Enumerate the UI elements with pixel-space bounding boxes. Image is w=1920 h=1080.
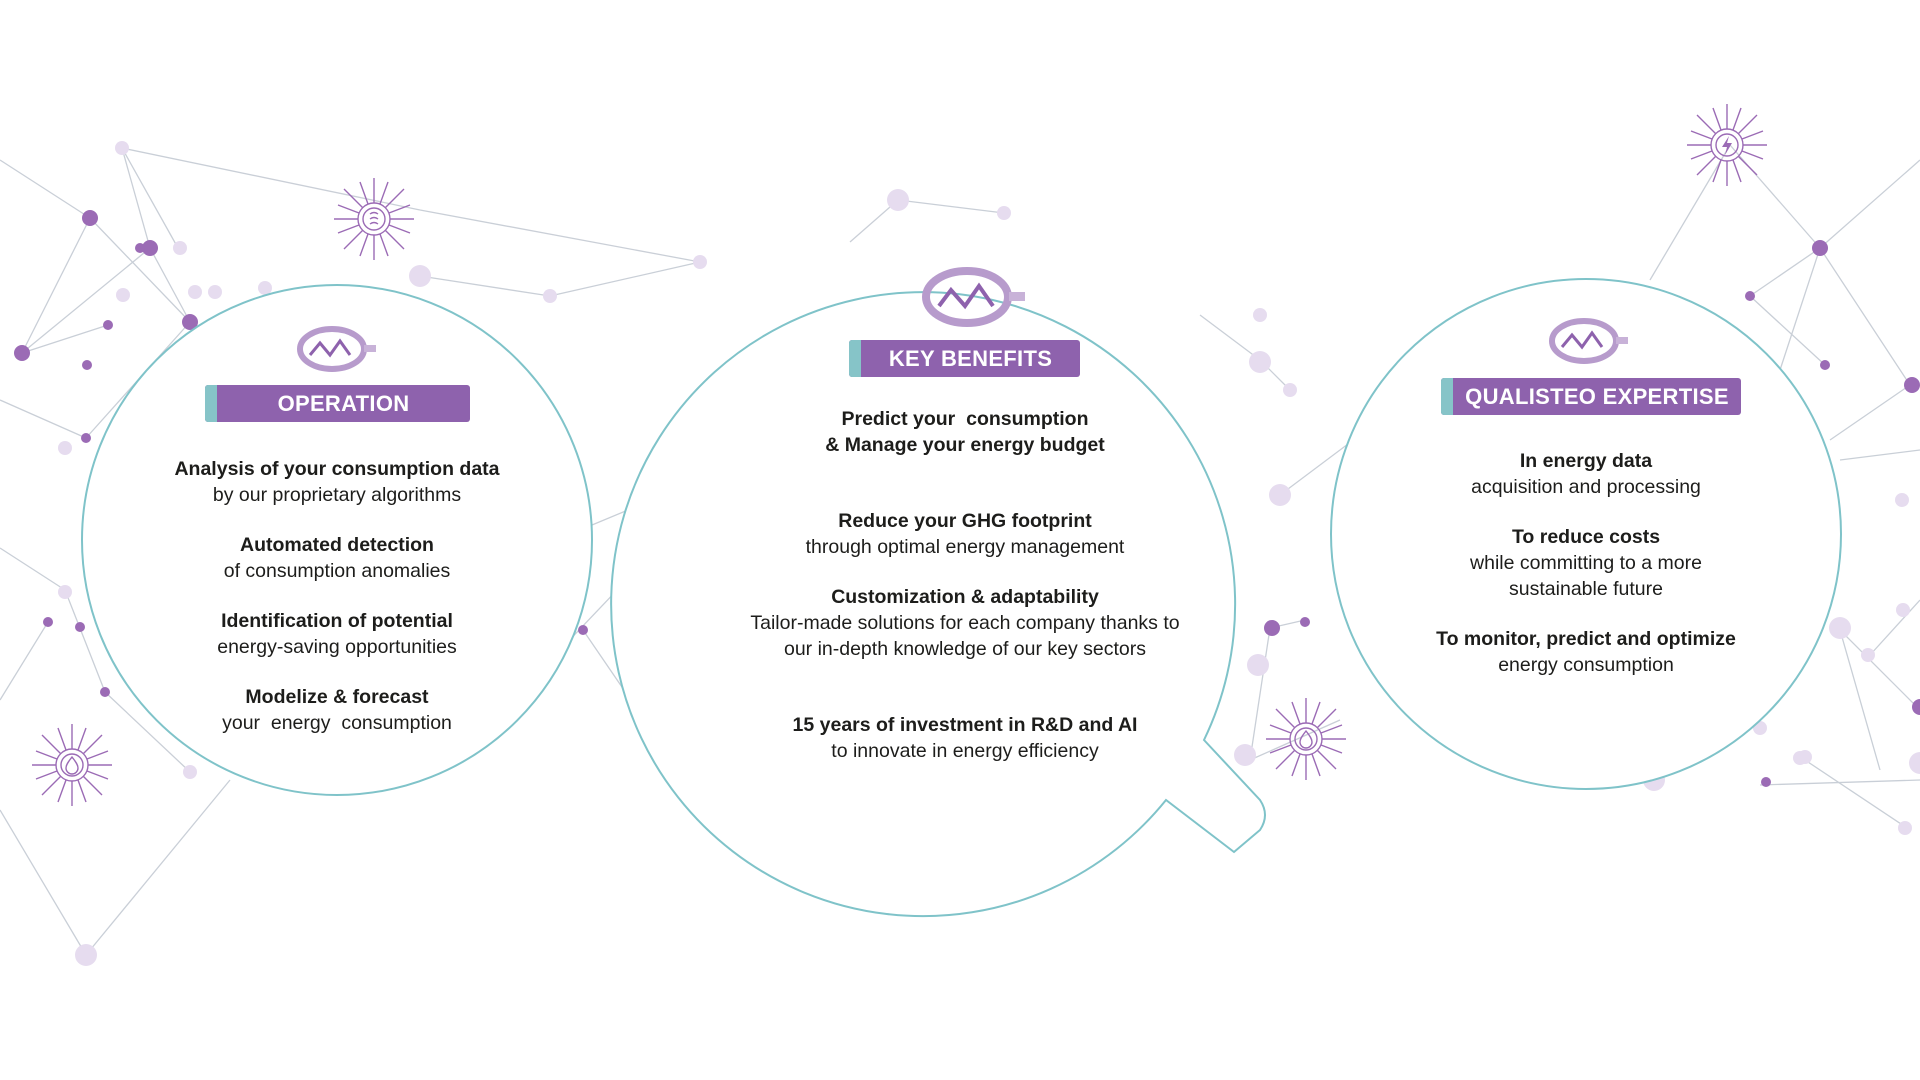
chip-flame-icon	[1266, 698, 1346, 780]
item-text: energy consumption	[1498, 654, 1674, 676]
list-item: Identification of potential energy-savin…	[137, 608, 537, 660]
item-text: of consumption anomalies	[223, 560, 451, 582]
operation-list: Analysis of your consumption data by our…	[137, 456, 537, 736]
item-text: to innovate in energy efficiency	[831, 740, 1099, 762]
list-item: 15 years of investment in R&D and AI to …	[705, 712, 1225, 764]
item-title: Automated detection	[240, 534, 434, 556]
list-item: To monitor, predict and optimize energy …	[1386, 626, 1786, 678]
key-benefits-bubble	[610, 291, 1266, 918]
item-title: To monitor, predict and optimize	[1436, 628, 1736, 650]
expertise-badge-label: QUALISTEO EXPERTISE	[1465, 384, 1729, 409]
item-text: energy-saving opportunities	[217, 636, 457, 658]
item-title: 15 years of investment in R&D and AI	[792, 714, 1138, 736]
list-item: Analysis of your consumption data by our…	[137, 456, 537, 508]
item-title: Reduce your GHG footprint	[838, 510, 1092, 532]
key-benefits-list: Predict your consumption & Manage your e…	[705, 406, 1225, 764]
operation-badge-label: OPERATION	[277, 391, 410, 416]
list-item: In energy data acquisition and processin…	[1386, 448, 1786, 500]
list-item: Predict your consumption & Manage your e…	[705, 406, 1225, 458]
item-text: sustainable future	[1509, 578, 1663, 600]
item-text: our in-depth knowledge of our key sector…	[783, 638, 1147, 660]
expertise-list: In energy data acquisition and processin…	[1386, 448, 1786, 678]
list-item: To reduce costs while committing to a mo…	[1386, 524, 1786, 602]
item-text: Tailor-made solutions for each company t…	[750, 612, 1180, 634]
chip-flame-icon	[32, 724, 112, 806]
item-title: & Manage your energy budget	[825, 434, 1105, 456]
item-text: your energy consumption	[222, 712, 452, 734]
qualisteo-logo-icon	[297, 326, 376, 372]
chip-bolt-icon	[1687, 104, 1767, 186]
item-title: Predict your consumption	[841, 408, 1089, 430]
item-text: through optimal energy management	[805, 536, 1125, 558]
list-item: Modelize & forecast your energy consumpt…	[137, 684, 537, 736]
operation-badge: OPERATION	[205, 385, 470, 422]
key-benefits-badge: KEY BENEFITS	[849, 340, 1080, 377]
item-title: To reduce costs	[1511, 526, 1661, 548]
item-text: while committing to a more	[1470, 552, 1702, 574]
item-title: Modelize & forecast	[245, 686, 429, 708]
qualisteo-logo-icon	[1549, 318, 1628, 364]
chip-wave-icon	[334, 178, 414, 260]
expertise-badge: QUALISTEO EXPERTISE	[1441, 378, 1741, 415]
item-title: Identification of potential	[221, 610, 453, 632]
qualisteo-logo-icon	[922, 267, 1025, 327]
badge-tab	[1441, 378, 1453, 415]
item-title: Analysis of your consumption data	[174, 458, 500, 480]
item-title: In energy data	[1519, 450, 1653, 472]
item-text: by our proprietary algorithms	[212, 484, 462, 506]
item-text: acquisition and processing	[1471, 476, 1701, 498]
list-item: Reduce your GHG footprint through optima…	[705, 508, 1225, 560]
badge-tab	[849, 340, 861, 377]
item-title: Customization & adaptability	[831, 586, 1099, 608]
badge-tab	[205, 385, 217, 422]
list-item: Automated detection of consumption anoma…	[137, 532, 537, 584]
key-benefits-badge-label: KEY BENEFITS	[888, 346, 1053, 371]
list-item: Customization & adaptability Tailor-made…	[705, 584, 1225, 662]
